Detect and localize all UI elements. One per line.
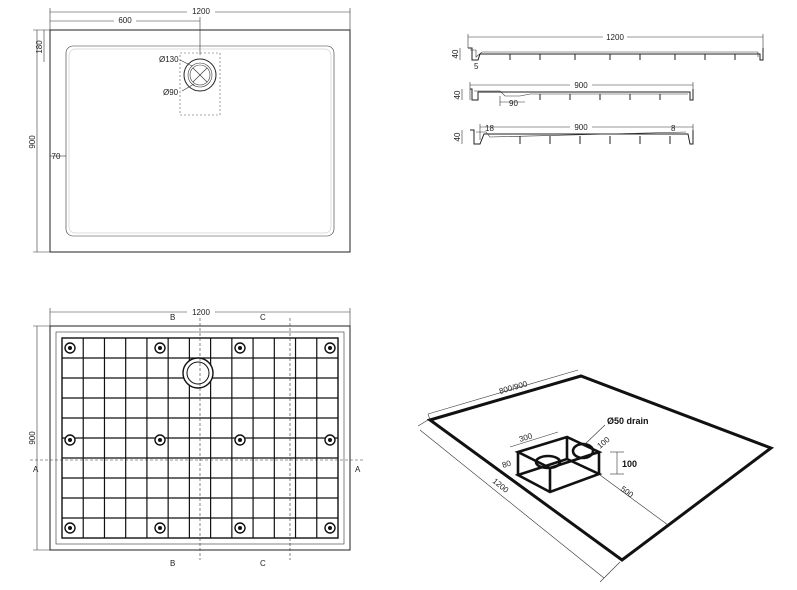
section-c-left-label: 18 xyxy=(485,124,494,133)
underside-marker-a-left: A xyxy=(33,465,39,474)
section-a-lip-label: 5 xyxy=(474,62,479,71)
plan-drain-offset-dimension: 180 xyxy=(35,40,44,54)
section-a-length-label: 1200 xyxy=(606,33,624,42)
iso-box-side-label: 80 xyxy=(501,459,513,470)
plan-tray-inner-shadow xyxy=(68,48,332,234)
plan-offset-dimension: 600 xyxy=(118,16,132,25)
section-a-height-label: 40 xyxy=(451,49,460,58)
iso-tray-length-label: 1200 xyxy=(491,477,511,496)
plan-rim-dimension: 70 xyxy=(52,152,61,161)
underside-marker-a-right: A xyxy=(355,465,361,474)
section-b: 900 40 90 xyxy=(453,80,694,108)
plan-tray-inner xyxy=(65,45,335,237)
section-c-height-label: 40 xyxy=(453,132,462,141)
iso-distance-label: 500 xyxy=(619,484,636,499)
underside-leg-boss-center xyxy=(68,438,72,442)
underside-leg-boss-center xyxy=(328,346,332,350)
underside-drain xyxy=(182,357,214,389)
underside-marker-b-bottom: B xyxy=(170,559,175,568)
iso-drain-box xyxy=(514,435,603,494)
underside-leg-boss-center xyxy=(328,438,332,442)
underside-leg-boss-center xyxy=(68,526,72,530)
isometric-view: 800/900 1200 300 80 100 100 500 xyxy=(417,369,775,583)
section-b-offset-label: 90 xyxy=(509,99,518,108)
plan-outer-diameter-label: Ø130 xyxy=(159,55,179,64)
underside-bosses xyxy=(64,342,336,534)
plan-width-dimension: 1200 xyxy=(192,7,210,16)
section-b-length-label: 900 xyxy=(574,81,588,90)
plan-view: 1200 600 900 180 70 Ø130 Ø90 xyxy=(28,5,351,253)
plan-inner-diameter-label: Ø90 xyxy=(163,88,179,97)
underside-leg-boss-center xyxy=(328,526,332,530)
underside-height-label: 900 xyxy=(28,431,37,445)
underside-width-label: 1200 xyxy=(192,308,210,317)
underside-leg-boss-center xyxy=(158,526,162,530)
section-a: 1200 40 5 xyxy=(451,32,764,71)
section-b-height-label: 40 xyxy=(453,90,462,99)
section-c-ribs xyxy=(519,136,671,144)
underside-view: 1200 900 B C B C A A xyxy=(28,305,365,568)
underside-leg-boss-center xyxy=(238,346,242,350)
underside-leg-boss-center xyxy=(238,438,242,442)
underside-marker-c-top: C xyxy=(260,313,266,322)
underside-leg-boss-center xyxy=(68,346,72,350)
section-a-ribs xyxy=(509,54,736,60)
iso-tray-outline xyxy=(426,374,775,562)
iso-box-height-label: 100 xyxy=(622,459,637,469)
iso-drain-label: Ø50 drain xyxy=(607,416,649,426)
underside-leg-boss-center xyxy=(158,438,162,442)
iso-box-width-label: 100 xyxy=(596,435,612,451)
iso-box-length-label: 300 xyxy=(518,431,534,444)
section-views: 1200 40 5 900 xyxy=(451,32,764,145)
underside-marker-b-top: B xyxy=(170,313,175,322)
underside-leg-boss-center xyxy=(158,346,162,350)
section-b-ribs xyxy=(539,94,661,100)
plan-drain xyxy=(179,52,221,116)
section-c: 900 40 18 8 xyxy=(453,122,694,145)
underside-marker-c-bottom: C xyxy=(260,559,266,568)
section-c-right-label: 8 xyxy=(671,124,676,133)
underside-leg-boss-center xyxy=(238,526,242,530)
plan-height-dimension: 900 xyxy=(28,135,37,149)
section-c-length-label: 900 xyxy=(574,123,588,132)
